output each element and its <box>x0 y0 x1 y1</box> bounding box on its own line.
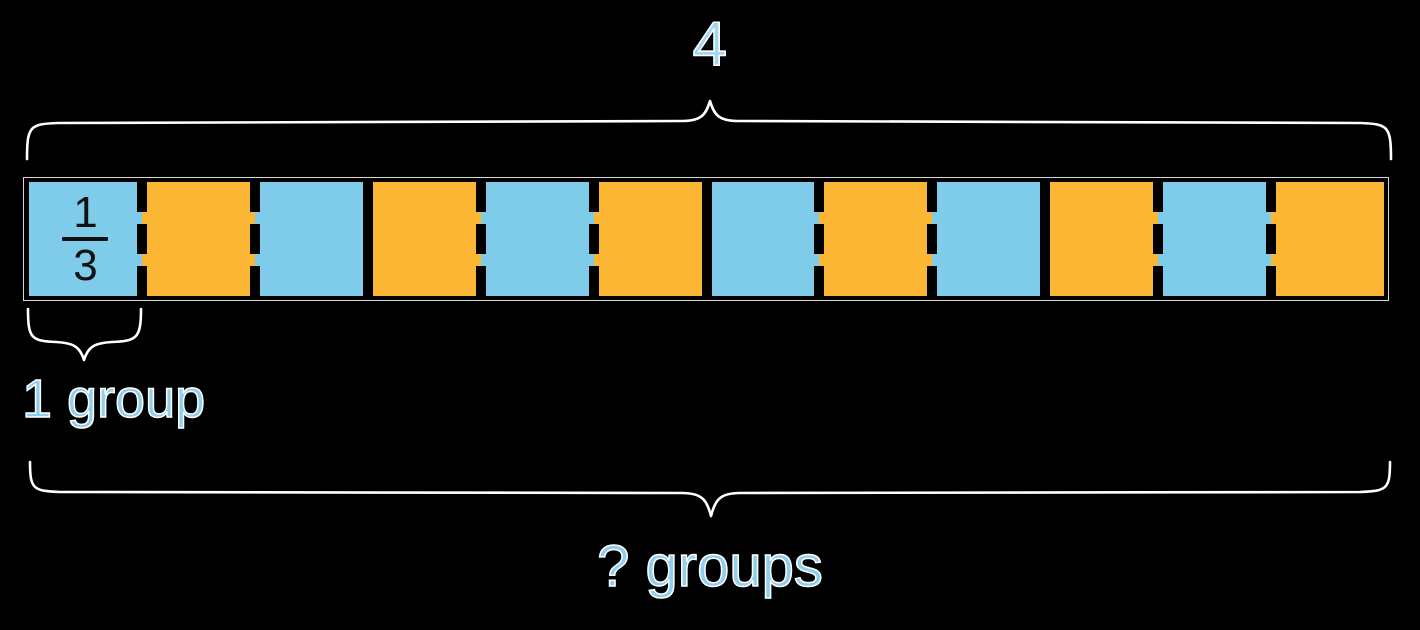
question-groups-label: ? groups <box>596 534 823 599</box>
tape-bar: 1 3 <box>29 182 1385 296</box>
total-amount-label: 4 <box>692 10 728 79</box>
tape-cell[interactable] <box>701 182 820 296</box>
tape-cell[interactable] <box>475 182 594 296</box>
tape-cell[interactable] <box>136 182 255 296</box>
unit-fraction: 1 3 <box>62 187 109 290</box>
tape-cell[interactable]: 1 3 <box>29 182 142 296</box>
unit-group-brace-icon <box>26 307 143 362</box>
tape-cell[interactable] <box>1153 182 1272 296</box>
tape-cell[interactable] <box>927 182 1046 296</box>
top-brace-icon <box>25 99 1393 161</box>
tape-cell[interactable] <box>249 182 368 296</box>
tape-cell[interactable] <box>362 182 481 296</box>
tape-cell[interactable] <box>588 182 707 296</box>
tape-cell[interactable] <box>1040 182 1159 296</box>
one-group-label: 1 group <box>21 369 206 429</box>
bottom-brace-icon <box>28 460 1392 518</box>
fraction-bar <box>62 237 109 241</box>
tape-cell[interactable] <box>1266 182 1385 296</box>
tape-cell[interactable] <box>814 182 933 296</box>
fraction-numerator: 1 <box>73 187 98 237</box>
fraction-denominator: 3 <box>73 241 98 290</box>
